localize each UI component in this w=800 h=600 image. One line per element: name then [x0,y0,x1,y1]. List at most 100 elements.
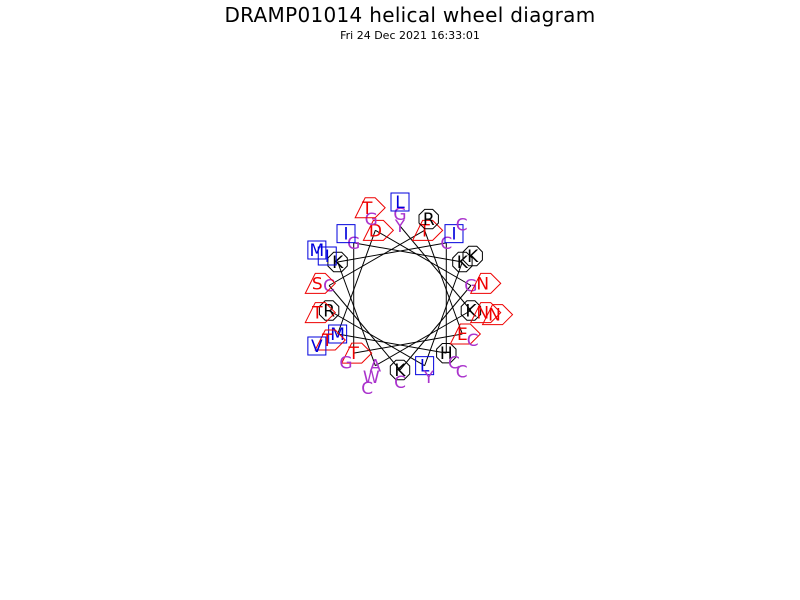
wheel-line [328,285,401,371]
residue-41: C [456,215,468,235]
residue-1: Y [394,217,406,237]
residue-letter: I [325,247,330,267]
residue-letter: C [361,379,373,399]
wheel-line [337,230,376,335]
residue-letter: N [476,274,489,294]
residue-33: I [336,224,356,245]
wheel-line [375,310,472,367]
residue-letter: D [369,221,382,241]
residue-letter: R [323,302,335,322]
wheel-line [353,242,463,263]
residue-42: C [456,363,468,383]
residue-letter: G [365,210,378,230]
residue-letter: M [310,241,325,261]
residue-letter: V [311,337,323,357]
diagram-title: DRAMP01014 helical wheel diagram [224,3,596,27]
residue-letter: C [440,234,452,254]
acidic-pentagon [362,219,395,241]
residue-letter: S [312,274,323,294]
wheel-line [399,225,472,311]
residue-11: C [323,276,335,296]
residue-letter: G [393,205,406,225]
diagram-timestamp: Fri 24 Dec 2021 16:33:01 [340,29,480,42]
residue-37: L [390,192,410,213]
wheel-line [424,230,463,335]
residue-letter: T [361,199,373,219]
wheel-line [424,261,463,366]
residue-letter: G [347,234,360,254]
residue-letter: N [476,304,489,324]
residue-28: C [394,373,406,393]
acidic-pentagon [340,342,373,364]
residue-letter: K [465,302,477,322]
acidic-pentagon [354,197,386,219]
hydrophobic-square [415,356,435,376]
wheel-line [337,261,376,366]
residue-letter: W [363,368,380,388]
residue-21: W [363,368,380,388]
residue-letter: C [448,353,460,373]
residue-letter: L [395,193,405,213]
residue-letter: Y [423,368,435,388]
residue-letter: T [348,344,360,364]
residue-5: C [440,234,452,254]
residue-letter: L [420,357,430,377]
acidic-pentagon [314,329,346,351]
residue-18: R [318,300,340,322]
charged-octagon [452,251,473,273]
residue-39: C [361,379,373,399]
residue-14: T [340,342,373,364]
residue-letter: C [456,215,468,235]
hydrophobic-square [307,336,327,356]
residue-24: C [448,353,460,373]
residue-25: T [314,329,346,351]
charged-octagon [436,343,457,364]
residue-letter: I [343,225,348,245]
residue-letter: T [418,221,430,241]
residue-12: T [411,219,444,241]
wheel-line [375,229,472,286]
charged-octagon [389,359,411,381]
residue-letter: T [321,331,333,351]
residue-27: N [469,272,502,294]
residue-letter: K [457,253,469,273]
residue-4: K [327,251,348,273]
residue-letter: R [423,210,435,230]
residue-letter: E [457,325,468,345]
residue-letter: K [332,253,344,273]
hydrophobic-square [336,224,356,244]
residue-23: I [444,224,464,245]
wheel-line [353,333,463,354]
wheel-line [337,242,447,263]
acidic-pentagon [469,302,502,324]
residue-letter: N [488,306,501,326]
residue-15: G [347,234,360,254]
residue-40: M [307,240,327,261]
hydrophobic-square [444,224,464,244]
acidic-pentagon [449,323,482,345]
acidic-pentagon [469,272,502,294]
hydrophobic-square [307,240,327,260]
charged-octagon [418,208,439,230]
residue-13: E [449,323,482,345]
acidic-pentagon [411,219,444,241]
wheel-line [328,229,425,286]
residue-10: K [389,359,411,381]
residue-31: C [467,331,479,351]
residue-letter: C [394,373,406,393]
wheel-line [328,310,425,367]
residue-16: K [452,251,473,273]
charged-octagon [327,251,348,273]
residue-34: K [462,245,483,267]
acidic-pentagon [304,272,336,294]
residue-3: A [370,357,382,377]
residue-43: V [307,336,327,357]
residue-letter: C [467,331,479,351]
residue-letter: T [311,304,323,324]
hydrophobic-square [317,246,337,266]
residue-22: I [317,246,337,267]
residue-letter: C [323,276,335,296]
residue-32: G [339,353,352,373]
residue-17: L [415,356,435,377]
